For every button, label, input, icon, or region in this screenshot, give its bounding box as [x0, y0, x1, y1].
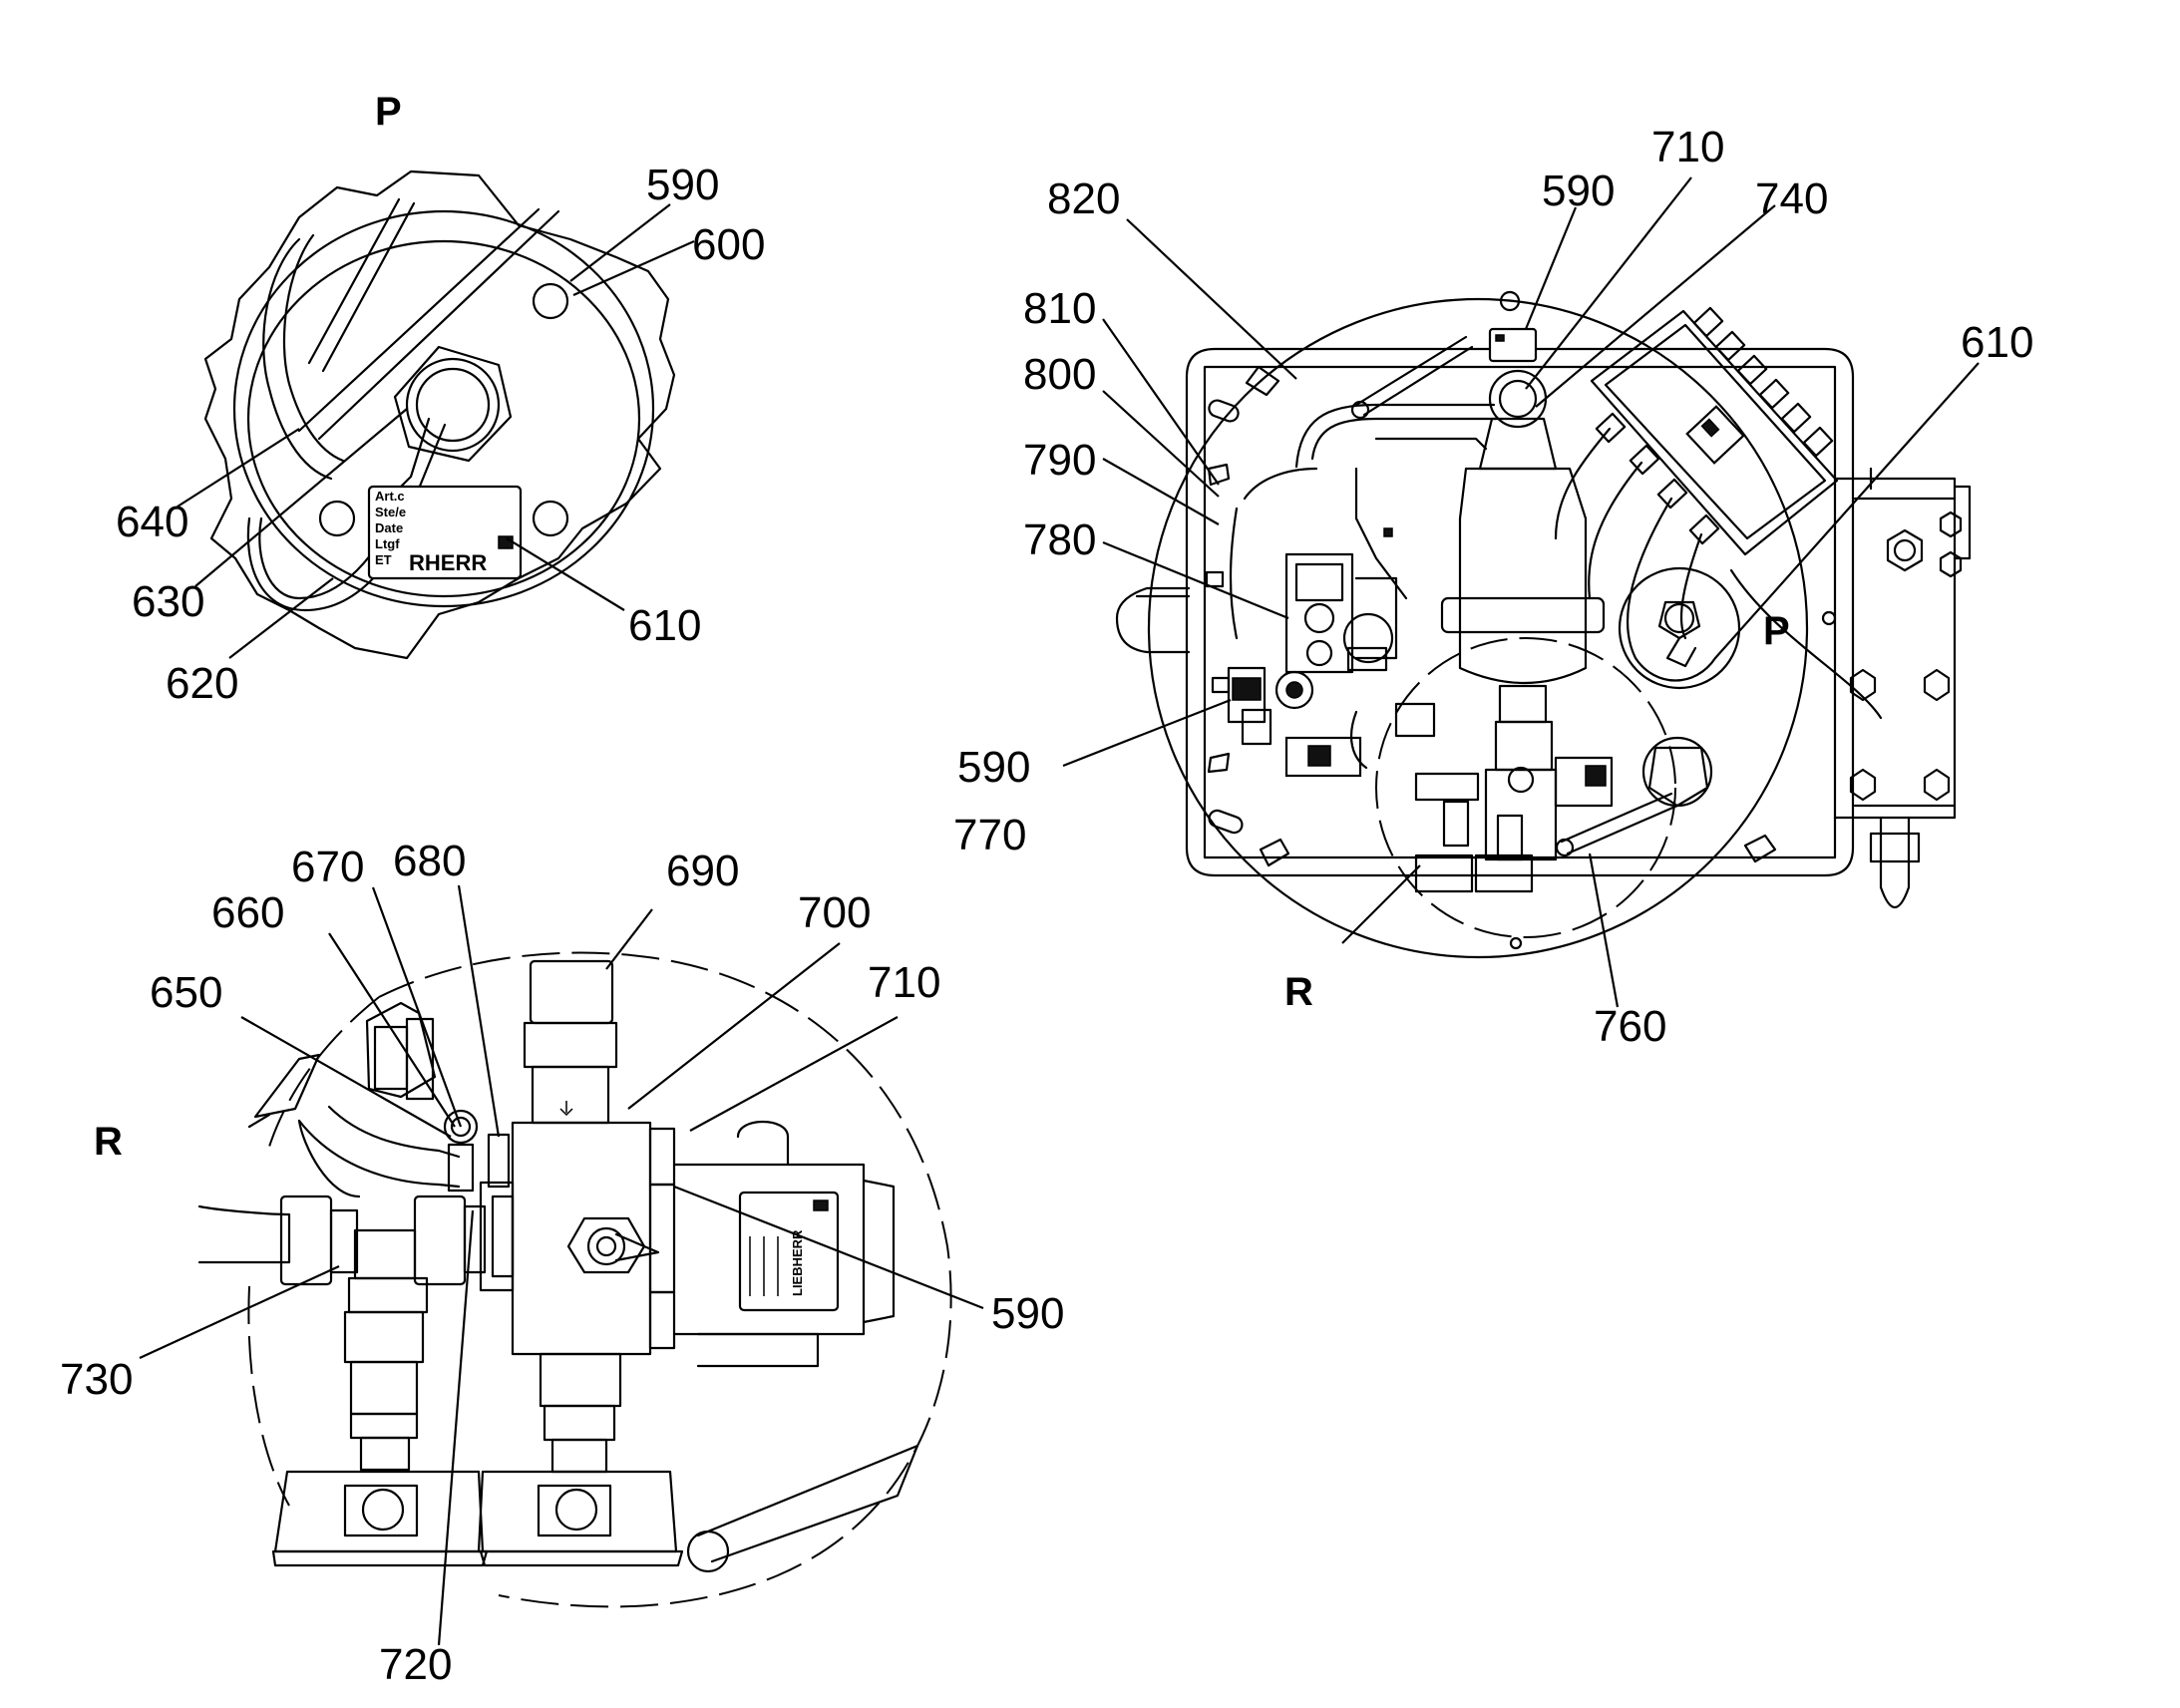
view-p-detail: P Art.c Ste/e Date Ltgf ET [116, 90, 765, 708]
plate-text-lines: Art.c Ste/e Date Ltgf ET [375, 489, 406, 567]
label-660: 660 [211, 888, 284, 937]
label-590-top: 590 [1542, 167, 1615, 215]
view-p-title: P [375, 90, 402, 134]
label-590: 590 [991, 1289, 1064, 1338]
svg-text:Art.c: Art.c [375, 489, 405, 504]
label-630: 630 [132, 577, 204, 626]
view-r-title: R [94, 1120, 123, 1164]
svg-text:Ste/e: Ste/e [375, 505, 406, 519]
label-800: 800 [1023, 350, 1096, 399]
view-marker-r: R [1284, 970, 1313, 1014]
label-620: 620 [166, 659, 238, 708]
label-710: 710 [1651, 123, 1724, 171]
label-780: 780 [1023, 515, 1096, 564]
label-790: 790 [1023, 436, 1096, 485]
label-740: 740 [1755, 174, 1828, 223]
label-600: 600 [692, 220, 765, 269]
svg-text:Date: Date [375, 520, 403, 535]
view-marker-p: P [1763, 609, 1790, 653]
label-770: 770 [953, 811, 1026, 859]
label-760: 760 [1594, 1002, 1666, 1051]
label-820: 820 [1047, 174, 1120, 223]
label-700: 700 [798, 888, 871, 937]
label-610: 610 [628, 601, 701, 650]
svg-text:Ltgf: Ltgf [375, 536, 400, 551]
view-full-unit: 820 590 710 740 810 800 790 780 610 590 … [953, 123, 2033, 1051]
label-590: 590 [646, 161, 719, 209]
label-650: 650 [150, 968, 222, 1017]
label-720: 720 [379, 1640, 452, 1689]
plate-brand: RHERR [409, 550, 487, 575]
solenoid-plate-brand: LIEBHERR [790, 1229, 805, 1296]
label-680: 680 [393, 837, 466, 885]
label-590-left: 590 [957, 743, 1030, 792]
label-710: 710 [868, 958, 940, 1007]
label-610: 610 [1961, 318, 2033, 367]
view-r-detail: R [60, 837, 1064, 1689]
label-640: 640 [116, 498, 188, 546]
label-690: 690 [666, 847, 739, 895]
svg-text:ET: ET [375, 552, 392, 567]
label-670: 670 [291, 843, 364, 891]
label-810: 810 [1023, 284, 1096, 333]
label-730: 730 [60, 1355, 133, 1404]
